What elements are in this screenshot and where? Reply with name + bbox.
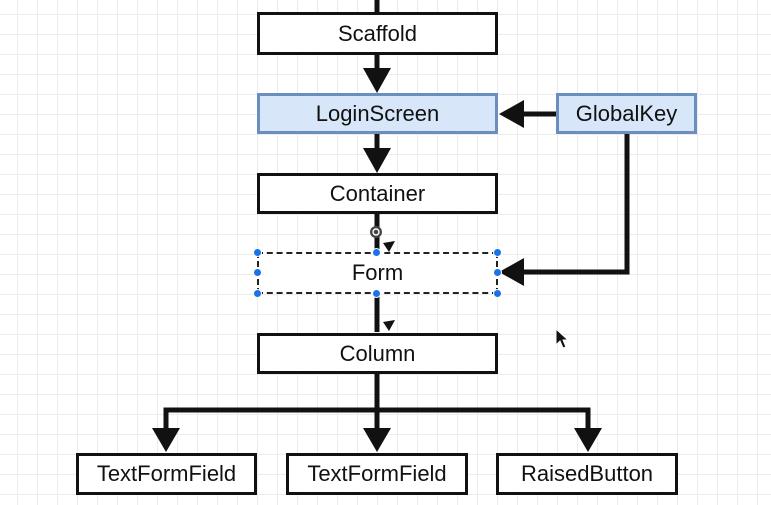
- node-login-screen-label: LoginScreen: [315, 100, 440, 126]
- node-form[interactable]: Form: [257, 252, 498, 294]
- node-column[interactable]: Column: [257, 333, 498, 374]
- selection-handle-bottom-right[interactable]: [493, 289, 502, 298]
- selection-handle-top[interactable]: [372, 248, 381, 257]
- arrowhead-form: [383, 241, 395, 252]
- rotate-handle-icon[interactable]: [370, 226, 382, 238]
- node-raised-button[interactable]: RaisedButton: [496, 453, 678, 495]
- node-text-form-field-1-label: TextFormField: [96, 461, 237, 486]
- arrowhead-textformfield-1: [152, 428, 180, 452]
- selection-handle-bottom[interactable]: [372, 289, 381, 298]
- node-form-label: Form: [351, 260, 404, 285]
- node-text-form-field-2[interactable]: TextFormField: [286, 453, 468, 495]
- node-global-key[interactable]: GlobalKey: [556, 93, 697, 134]
- node-login-screen[interactable]: LoginScreen: [257, 93, 498, 134]
- selection-handle-left[interactable]: [253, 268, 262, 277]
- node-global-key-label: GlobalKey: [575, 100, 678, 126]
- arrowhead-container: [363, 148, 391, 173]
- node-container[interactable]: Container: [257, 173, 498, 214]
- arrowhead-globalkey-loginscreen: [499, 100, 524, 128]
- selection-handle-top-left[interactable]: [253, 248, 262, 257]
- arrowhead-raisedbutton: [574, 428, 602, 452]
- selection-handle-right[interactable]: [493, 268, 502, 277]
- arrowhead-textformfield-2: [363, 428, 391, 452]
- node-raised-button-label: RaisedButton: [520, 461, 654, 486]
- arrowhead-globalkey-form: [499, 258, 524, 286]
- selection-handle-top-right[interactable]: [493, 248, 502, 257]
- node-text-form-field-1[interactable]: TextFormField: [76, 453, 257, 495]
- selection-handle-bottom-left[interactable]: [253, 289, 262, 298]
- node-text-form-field-2-label: TextFormField: [307, 461, 447, 486]
- arrowhead-column: [383, 320, 395, 331]
- arrowhead-loginscreen: [363, 68, 391, 93]
- node-column-label: Column: [339, 340, 416, 366]
- edge-column-branch[interactable]: [163, 407, 591, 432]
- node-scaffold[interactable]: Scaffold: [257, 12, 498, 55]
- mouse-pointer-icon: [555, 327, 570, 349]
- edge-globalkey-form[interactable]: [522, 134, 630, 275]
- node-container-label: Container: [329, 180, 426, 206]
- node-scaffold-label: Scaffold: [337, 20, 418, 46]
